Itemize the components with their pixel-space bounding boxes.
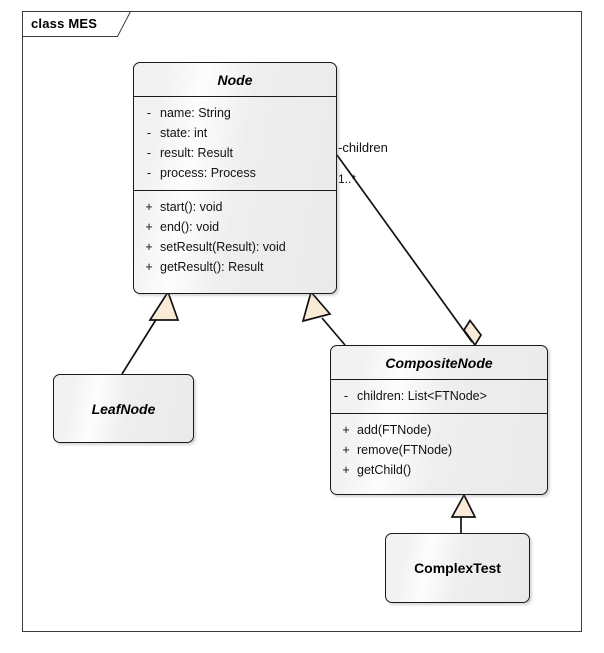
operation-signature: getChild()	[357, 463, 412, 477]
operation-signature: end(): void	[160, 220, 220, 234]
visibility-marker: -	[343, 389, 349, 403]
operation-row: + setResult(Result): void	[138, 237, 332, 257]
operations-compartment-compositenode: + add(FTNode) + remove(FTNode) + getChil…	[331, 414, 547, 487]
visibility-marker: +	[145, 260, 153, 274]
operations-compartment-node: + start(): void + end(): void + setResul…	[134, 191, 336, 284]
attribute-row: - state: int	[138, 123, 332, 143]
visibility-marker: +	[342, 443, 350, 457]
operation-signature: getResult(): Result	[160, 260, 264, 274]
attribute-signature: state: int	[160, 126, 208, 140]
operation-signature: remove(FTNode)	[357, 443, 453, 457]
operation-row: + add(FTNode)	[335, 420, 543, 440]
operation-row: + end(): void	[138, 217, 332, 237]
class-name-node: Node	[217, 72, 253, 88]
visibility-marker: -	[146, 126, 152, 140]
operation-row: + getChild()	[335, 460, 543, 480]
attribute-row: - process: Process	[138, 163, 332, 183]
package-frame-tab-shape	[22, 11, 132, 37]
class-box-complextest[interactable]: ComplexTest	[385, 533, 530, 603]
operation-signature: setResult(Result): void	[160, 240, 286, 254]
association-role-label: -children	[338, 140, 388, 155]
attribute-row: - result: Result	[138, 143, 332, 163]
operation-signature: start(): void	[160, 200, 223, 214]
attribute-signature: process: Process	[160, 166, 256, 180]
attributes-compartment-node: - name: String - state: int - result: Re…	[134, 97, 336, 190]
operation-row: + remove(FTNode)	[335, 440, 543, 460]
visibility-marker: -	[146, 106, 152, 120]
class-box-leafnode[interactable]: LeafNode	[53, 374, 194, 443]
compartment-divider	[331, 379, 547, 380]
attribute-row: - name: String	[138, 103, 332, 123]
package-frame-label: class MES	[31, 16, 98, 31]
class-name-complextest: ComplexTest	[414, 560, 501, 576]
visibility-marker: +	[145, 240, 153, 254]
class-box-node[interactable]: Node - name: String - state: int - resul…	[133, 62, 337, 294]
class-name-leafnode: LeafNode	[91, 400, 156, 417]
visibility-marker: +	[342, 423, 350, 437]
visibility-marker: -	[146, 146, 152, 160]
attribute-row: - children: List<FTNode>	[335, 386, 543, 406]
attribute-signature: result: Result	[160, 146, 233, 160]
operation-row: + start(): void	[138, 197, 332, 217]
class-name-compositenode: CompositeNode	[385, 355, 493, 371]
compartment-divider	[331, 413, 547, 414]
visibility-marker: +	[342, 463, 350, 477]
class-box-compositenode[interactable]: CompositeNode - children: List<FTNode> +…	[330, 345, 548, 495]
attribute-signature: children: List<FTNode>	[357, 389, 487, 403]
attribute-signature: name: String	[160, 106, 231, 120]
visibility-marker: +	[145, 200, 153, 214]
compartment-divider	[134, 96, 336, 97]
attributes-compartment-compositenode: - children: List<FTNode>	[331, 380, 547, 413]
association-multiplicity-label: 1..*	[338, 172, 357, 186]
package-frame-tab	[22, 11, 132, 37]
operation-signature: add(FTNode)	[357, 423, 432, 437]
compartment-divider	[134, 190, 336, 191]
operation-row: + getResult(): Result	[138, 257, 332, 277]
visibility-marker: -	[146, 166, 152, 180]
visibility-marker: +	[145, 220, 153, 234]
